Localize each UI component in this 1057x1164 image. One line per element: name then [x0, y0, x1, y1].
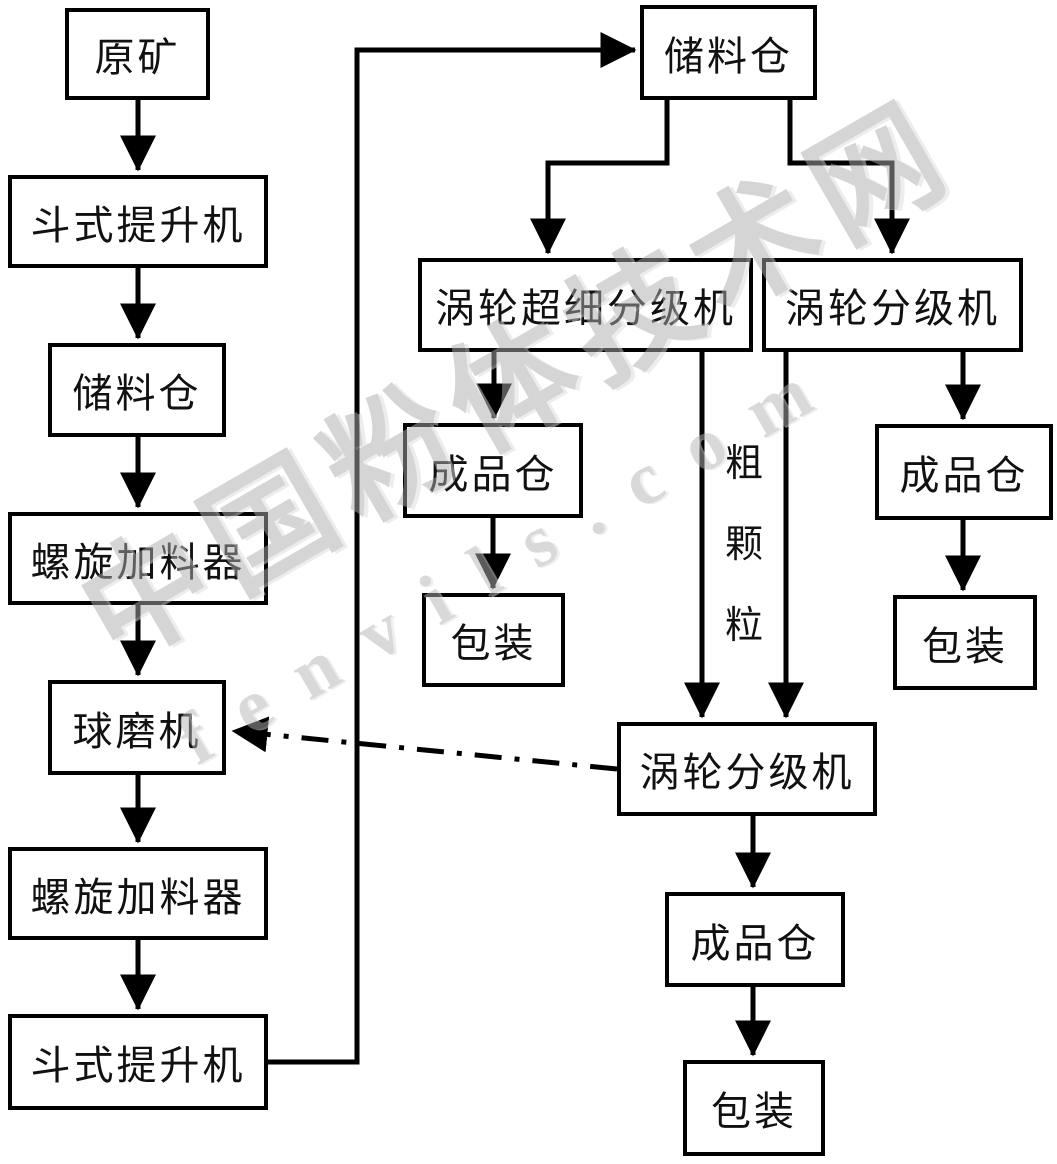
node-packaging-bottom: 包装	[683, 1060, 825, 1156]
node-bucket-elevator-1: 斗式提升机	[8, 175, 268, 268]
node-finished-bin-right: 成品仓	[875, 424, 1053, 520]
edge-storagetop-ultrafine	[530, 100, 670, 255]
node-turbo-classifier-right: 涡轮分级机	[762, 258, 1023, 352]
node-turbo-classifier-bottom: 涡轮分级机	[617, 722, 877, 816]
edge-storagetop-classifierright	[787, 100, 910, 255]
node-packaging-right: 包装	[893, 595, 1037, 690]
node-screw-feeder-1: 螺旋加料器	[8, 512, 268, 605]
node-storage-bin-top: 储料仓	[640, 5, 817, 100]
node-ball-mill: 球磨机	[48, 680, 226, 775]
coarse-char-1: 粗	[724, 443, 763, 485]
node-finished-bin-mid-left: 成品仓	[403, 423, 583, 518]
node-packaging-mid-left: 包装	[422, 593, 565, 687]
node-screw-feeder-2: 螺旋加料器	[8, 847, 268, 940]
node-storage-bin-left: 储料仓	[48, 343, 226, 437]
edge-elevator2-storagetop	[268, 32, 637, 1065]
coarse-char-2: 颗	[724, 524, 763, 566]
node-finished-bin-bottom: 成品仓	[665, 892, 845, 987]
coarse-char-3: 粒	[724, 605, 763, 647]
coarse-particles-label: 粗 颗 粒	[720, 432, 768, 649]
node-bucket-elevator-2: 斗式提升机	[8, 1014, 268, 1110]
edge-bottomclassifier-return-ballmill	[231, 716, 618, 772]
node-raw-ore: 原矿	[65, 8, 210, 100]
node-turbo-ultrafine-classifier: 涡轮超细分级机	[418, 258, 753, 352]
